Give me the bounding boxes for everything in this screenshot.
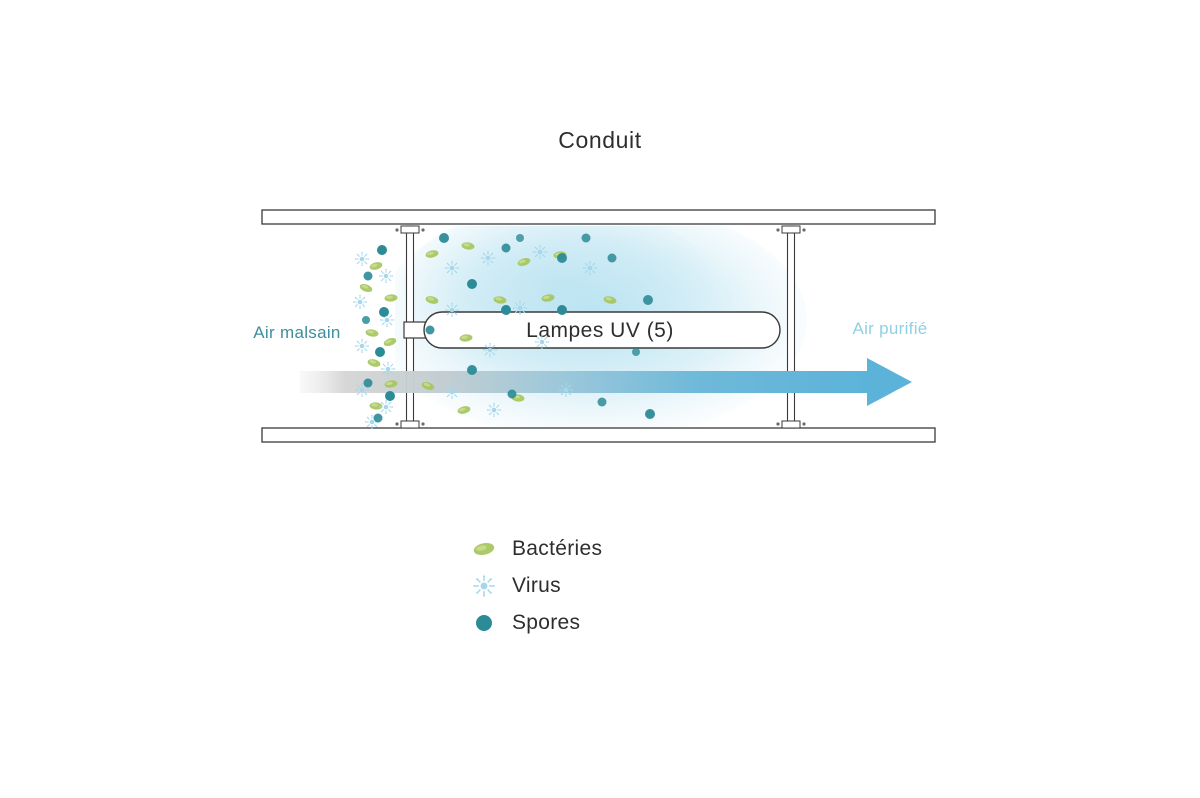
air-malsain-label: Air malsain (253, 323, 340, 342)
spore-icon (476, 615, 492, 631)
air-purifie-label: Air purifié (852, 319, 927, 338)
support-post-right (776, 225, 806, 429)
particles-group (352, 233, 655, 430)
airflow-arrow (300, 358, 912, 406)
legend-item-virus: Virus (468, 571, 602, 601)
virus-icon (473, 575, 495, 597)
legend: Bactéries Virus Spores (468, 534, 602, 645)
legend-label-bacteria: Bactéries (512, 537, 603, 560)
uv-lamp: Lampes UV (5) (403, 311, 781, 349)
arrowhead (867, 358, 912, 406)
uv-lamp-label: Lampes UV (5) (526, 319, 674, 342)
legend-label-spores: Spores (512, 611, 581, 634)
duct-top-plate (261, 209, 936, 225)
legend-label-virus: Virus (512, 574, 561, 597)
bacteria-icon (473, 542, 495, 556)
legend-item-bacteria: Bactéries (468, 534, 602, 564)
legend-item-spores: Spores (468, 608, 602, 638)
duct-bottom-plate (261, 427, 936, 443)
diagram-title: Conduit (558, 127, 642, 153)
